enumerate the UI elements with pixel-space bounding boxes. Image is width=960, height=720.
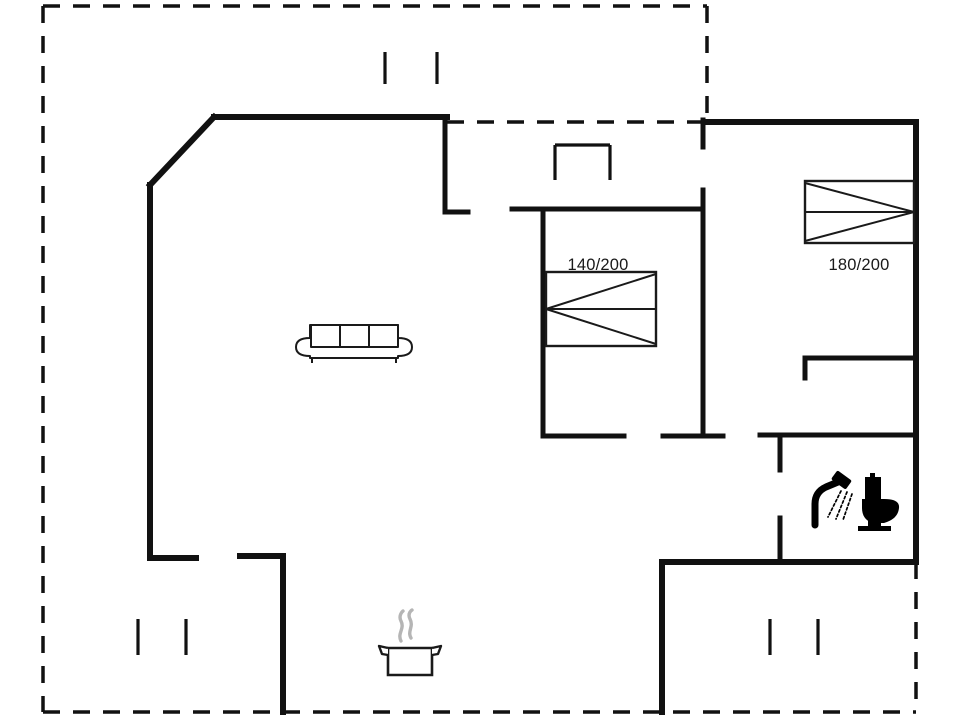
spray-line-1 (827, 490, 842, 518)
spray-line-2 (835, 491, 848, 520)
cooking-pot-icon (377, 608, 443, 677)
toilet-cistern (865, 477, 881, 499)
toilet-bowl (862, 499, 900, 523)
bed-180-200-label: 180/200 (828, 256, 889, 274)
door-opening-ticks (136, 52, 820, 655)
shower-arm (811, 478, 842, 529)
toilet-icon (858, 473, 900, 531)
spray-line-3 (842, 493, 853, 521)
pot-handle-left (377, 644, 389, 657)
bed-140-200 (544, 270, 658, 348)
boundary-dashed-outline (41, 4, 918, 714)
sofa-cushion-2 (339, 324, 370, 348)
shower-head (831, 471, 852, 489)
shower-spray (827, 490, 853, 521)
toilet-pedestal (868, 520, 881, 527)
interior-walls (442, 114, 919, 565)
bed-140-200-diagonal-lower (545, 308, 657, 345)
bed-140-200-label: 140/200 (567, 256, 628, 274)
shower-icon (811, 471, 853, 529)
shower-head-body (831, 471, 852, 489)
pot-body (386, 646, 434, 677)
bed-140-200-diagonal-upper (545, 273, 657, 310)
bed-180-200-diagonal-upper (804, 182, 915, 213)
sofa-icon (295, 324, 413, 363)
toilet-flush-button (870, 473, 875, 478)
sofa-cushion-1 (310, 324, 341, 348)
wall-diagonal-corner (145, 112, 219, 190)
steam-wisp-left (398, 609, 405, 643)
exterior-walls (145, 112, 919, 715)
sofa-cushion-3 (368, 324, 399, 348)
steam-wisp-right (407, 608, 414, 640)
steam-wisps (398, 608, 414, 643)
bed-180-200-diagonal-lower (804, 211, 915, 242)
toilet-base (858, 526, 891, 531)
bed-180-200 (803, 179, 916, 245)
thin-walls (553, 143, 612, 180)
pot-handle-right (431, 644, 443, 657)
